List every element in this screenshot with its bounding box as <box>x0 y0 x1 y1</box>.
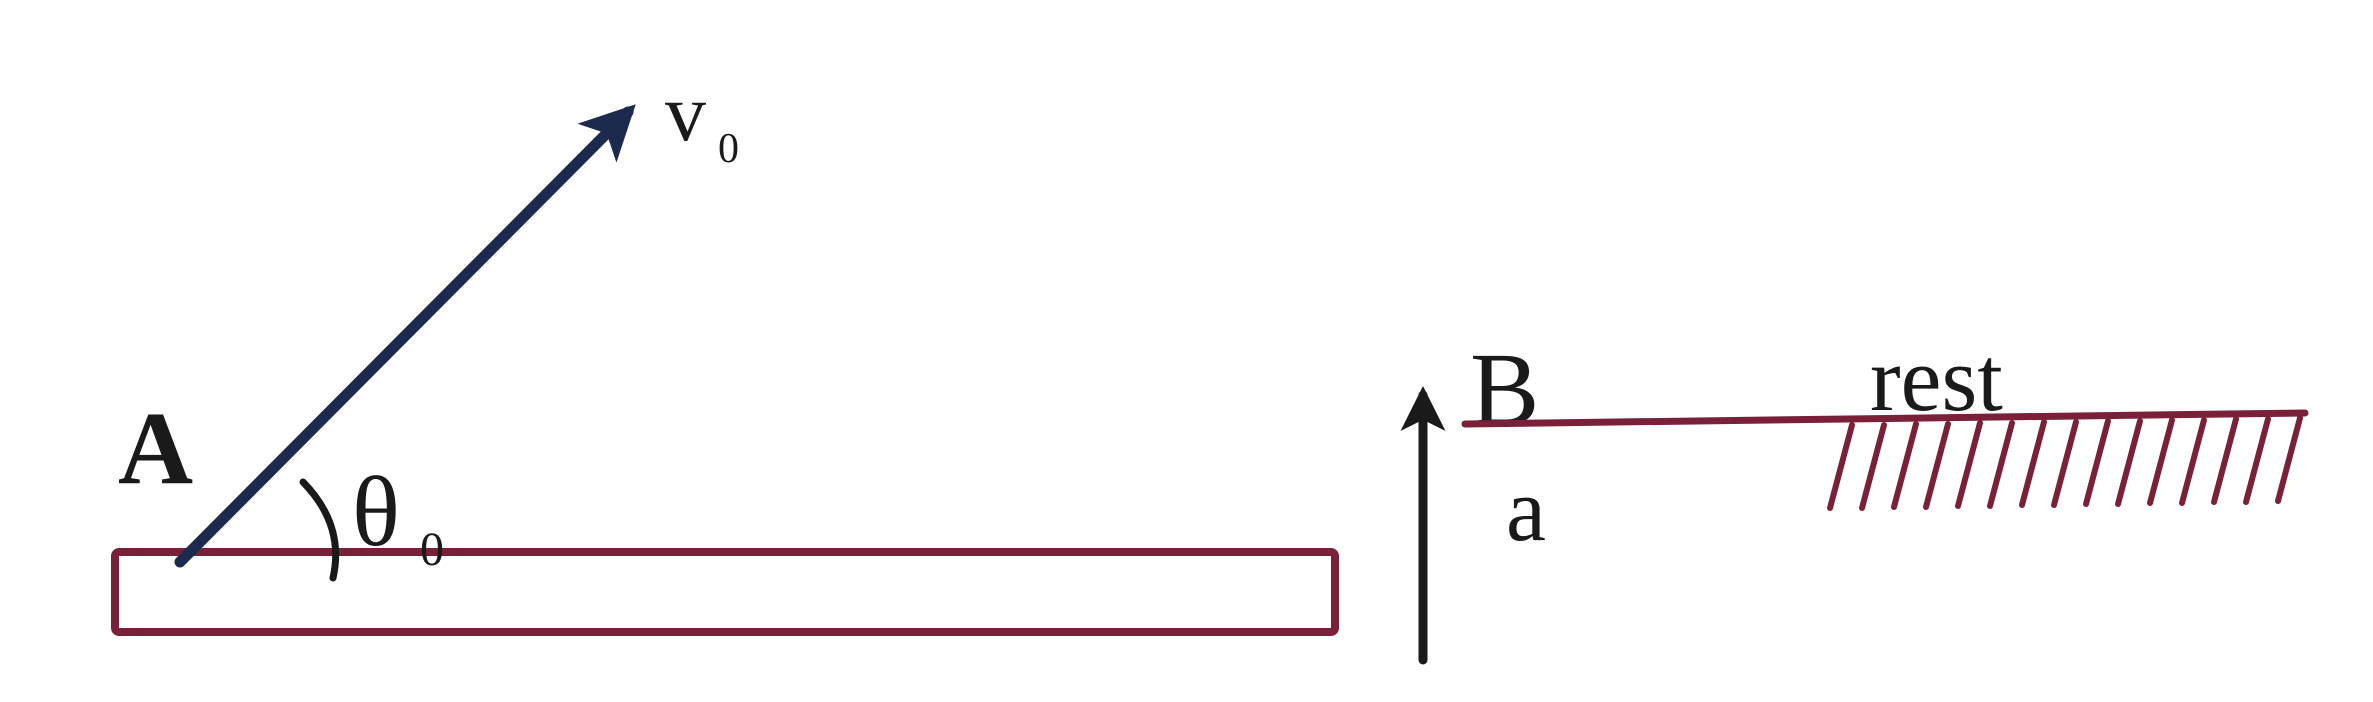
velocity-arrow <box>174 104 636 568</box>
acceleration-label: a <box>1506 461 1546 560</box>
ground-hatching <box>1827 415 2303 511</box>
ground-line <box>1461 409 2309 428</box>
angle-arc <box>299 478 340 582</box>
velocity-label: v <box>665 67 706 158</box>
platform-rect <box>111 548 1339 636</box>
point-a-label: A <box>118 391 193 506</box>
angle-label: θ <box>352 456 400 567</box>
velocity-subscript: 0 <box>718 126 739 172</box>
rest-label: rest <box>1870 328 2003 430</box>
angle-subscript: 0 <box>420 523 444 576</box>
point-b-label: B <box>1470 332 1539 447</box>
